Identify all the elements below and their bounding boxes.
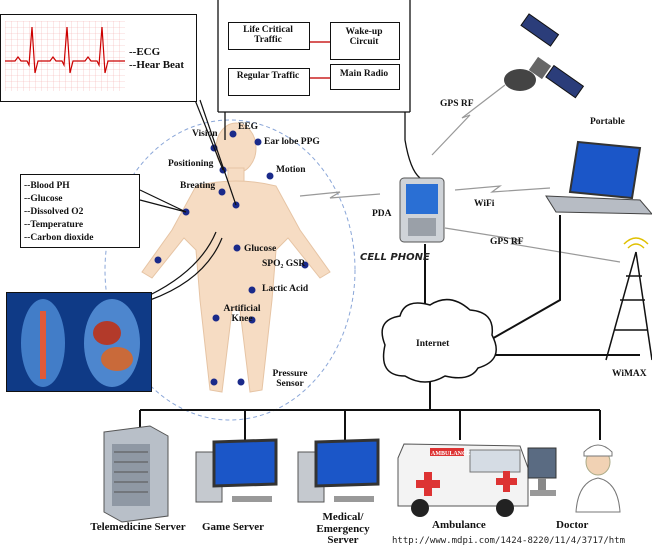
sensor-label-spo2: SPO₂ GSR xyxy=(262,259,306,269)
ecg-waveform xyxy=(5,21,125,91)
internet-label: Internet xyxy=(416,339,450,349)
medical-server-computer xyxy=(297,438,380,503)
anatomy-image-panel xyxy=(6,292,152,392)
wimax-tower xyxy=(605,237,652,361)
medical-emergency-server-label: Medical/ Emergency Server xyxy=(316,511,370,547)
ecg-panel: --ECG --Hear Beat xyxy=(0,14,197,102)
sensor-label-ear-ppg: Ear lobe PPG xyxy=(264,137,320,147)
human-body xyxy=(141,122,331,393)
sensor-label-lactic-acid: Lactic Acid xyxy=(262,284,309,294)
heartbeat-label: --Hear Beat xyxy=(129,59,185,71)
cell-phone-device xyxy=(399,177,445,243)
ecg-label: --ECG xyxy=(129,46,161,58)
anatomy-illustration xyxy=(7,293,151,391)
blood-param-item: --Blood PH xyxy=(24,181,70,191)
telemedicine-server xyxy=(103,425,169,523)
main-radio-label: Main Radio xyxy=(339,69,389,79)
satellite xyxy=(504,13,585,99)
wakeup-circuit-box xyxy=(330,22,400,60)
blood-param-item: --Temperature xyxy=(24,220,84,230)
telemedicine-server-label: Telemedicine Server xyxy=(90,521,186,533)
sensor-label-vision: Vision xyxy=(192,129,218,139)
sensor-label-eeg: EEG xyxy=(238,122,259,132)
regular-traffic-label: Regular Traffic xyxy=(236,71,300,81)
sensor-label-artificial-knee: Artificial Knee xyxy=(223,304,261,324)
gps-rf-mid-label: GPS RF xyxy=(490,237,524,247)
blood-param-item: --Glucose xyxy=(24,194,63,204)
blood-param-item: --Carbon dioxide xyxy=(24,233,94,243)
gps-rf-top-label: GPS RF xyxy=(440,99,474,109)
sensor-network-ellipse xyxy=(104,119,356,421)
wakeup-label: Wake-up Circuit xyxy=(345,27,383,47)
blood-parameters-panel xyxy=(20,174,140,248)
sensor-label-breathing: Breating xyxy=(180,181,216,191)
ambulance-label: Ambulance xyxy=(432,519,486,531)
ambulance-sign: AMBULANCE xyxy=(431,451,471,457)
doctor-figure xyxy=(575,444,621,513)
doctor-monitor xyxy=(527,447,557,496)
wifi-label: WiFi xyxy=(474,199,495,209)
sensor-label-positioning: Positioning xyxy=(168,159,214,169)
ambulance-vehicle xyxy=(397,443,529,517)
main-radio-box xyxy=(330,64,400,90)
sensor-label-motion: Motion xyxy=(276,165,306,175)
blood-param-item: --Dissolved O2 xyxy=(24,207,84,217)
source-url: http://www.mdpi.com/1424-8220/11/4/3717/… xyxy=(392,536,625,546)
sensor-label-glucose: Glucose xyxy=(244,244,277,254)
regular-traffic-box xyxy=(228,68,310,96)
life-critical-traffic-box xyxy=(228,22,310,50)
blood-parameters-list: --Blood PH --Glucose --Dissolved O2 --Te… xyxy=(24,180,93,245)
game-server-label: Game Server xyxy=(202,521,264,533)
cell-phone-label: CELL PHONE xyxy=(360,252,430,263)
laptop xyxy=(545,140,652,215)
game-server-computer xyxy=(195,438,278,503)
wimax-label: WiMAX xyxy=(612,369,647,379)
life-critical-label: Life Critical Traffic xyxy=(243,25,293,45)
sensor-label-pressure: Pressure Sensor xyxy=(272,369,308,389)
doctor-label: Doctor xyxy=(556,519,589,531)
internet-cloud xyxy=(381,298,497,383)
portable-label: Portable xyxy=(590,117,625,127)
pda-label: PDA xyxy=(372,209,392,219)
